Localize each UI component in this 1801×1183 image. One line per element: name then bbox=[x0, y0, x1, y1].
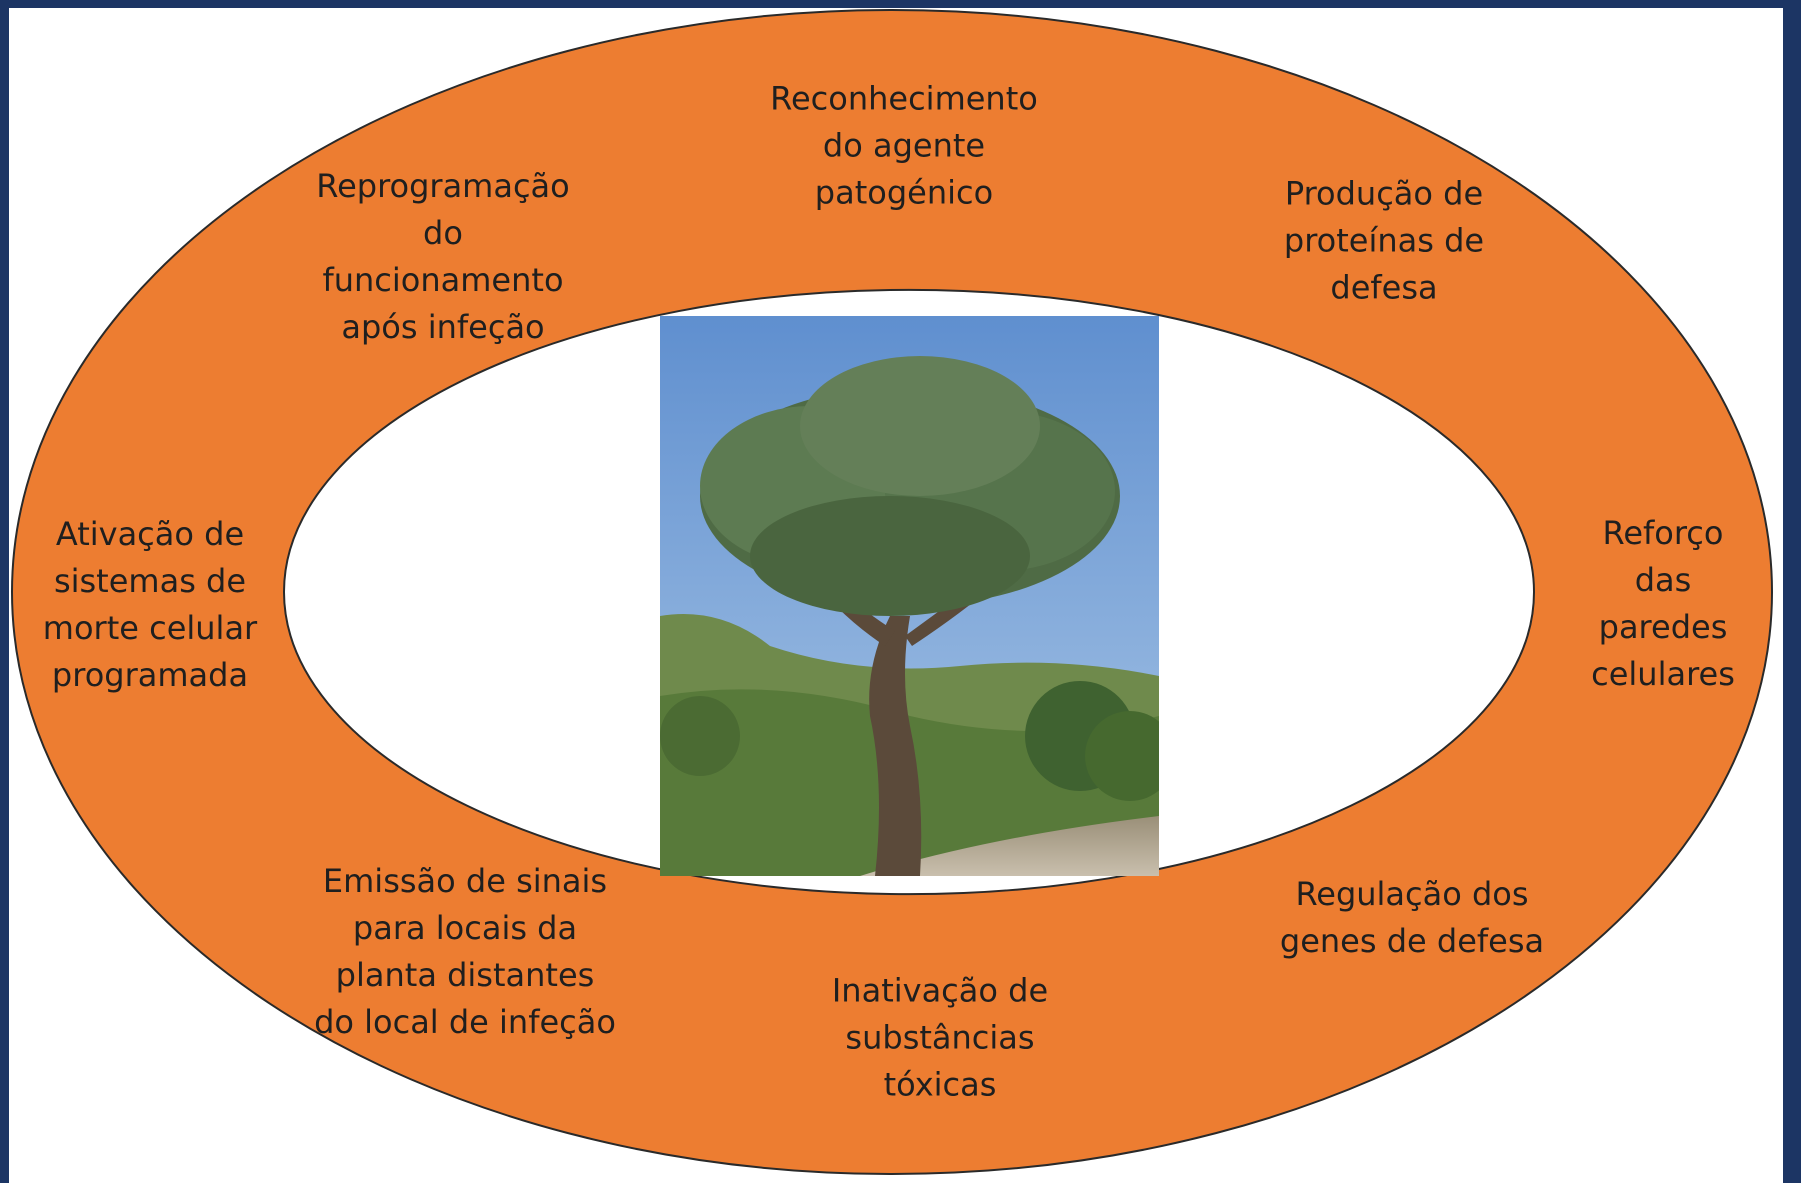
frame-border-top bbox=[0, 0, 1801, 8]
label-emissao-sinais: Emissão de sinais para locais da planta … bbox=[314, 862, 616, 1041]
label-ativacao-morte-celular: Ativação de sistemas de morte celular pr… bbox=[42, 515, 258, 694]
orange-ring-shape bbox=[10, 9, 1774, 1175]
label-reprogramacao: Reprogramação do funcionamento após infe… bbox=[316, 167, 570, 346]
frame-border-left bbox=[0, 0, 9, 1183]
label-producao-proteinas: Produção de proteínas de defesa bbox=[1283, 174, 1485, 307]
label-reforco-paredes: Reforço das paredes celulares bbox=[1591, 514, 1735, 693]
label-regulacao-genes: Regulação dos genes de defesa bbox=[1279, 875, 1545, 960]
tree-image bbox=[660, 316, 1159, 876]
label-reconhecimento: Reconhecimento do agente patogénico bbox=[770, 79, 1038, 212]
label-inativacao-substancias: Inativação de substâncias tóxicas bbox=[831, 971, 1049, 1104]
frame-border-right bbox=[1783, 0, 1801, 1183]
tree-photo bbox=[660, 316, 1159, 876]
